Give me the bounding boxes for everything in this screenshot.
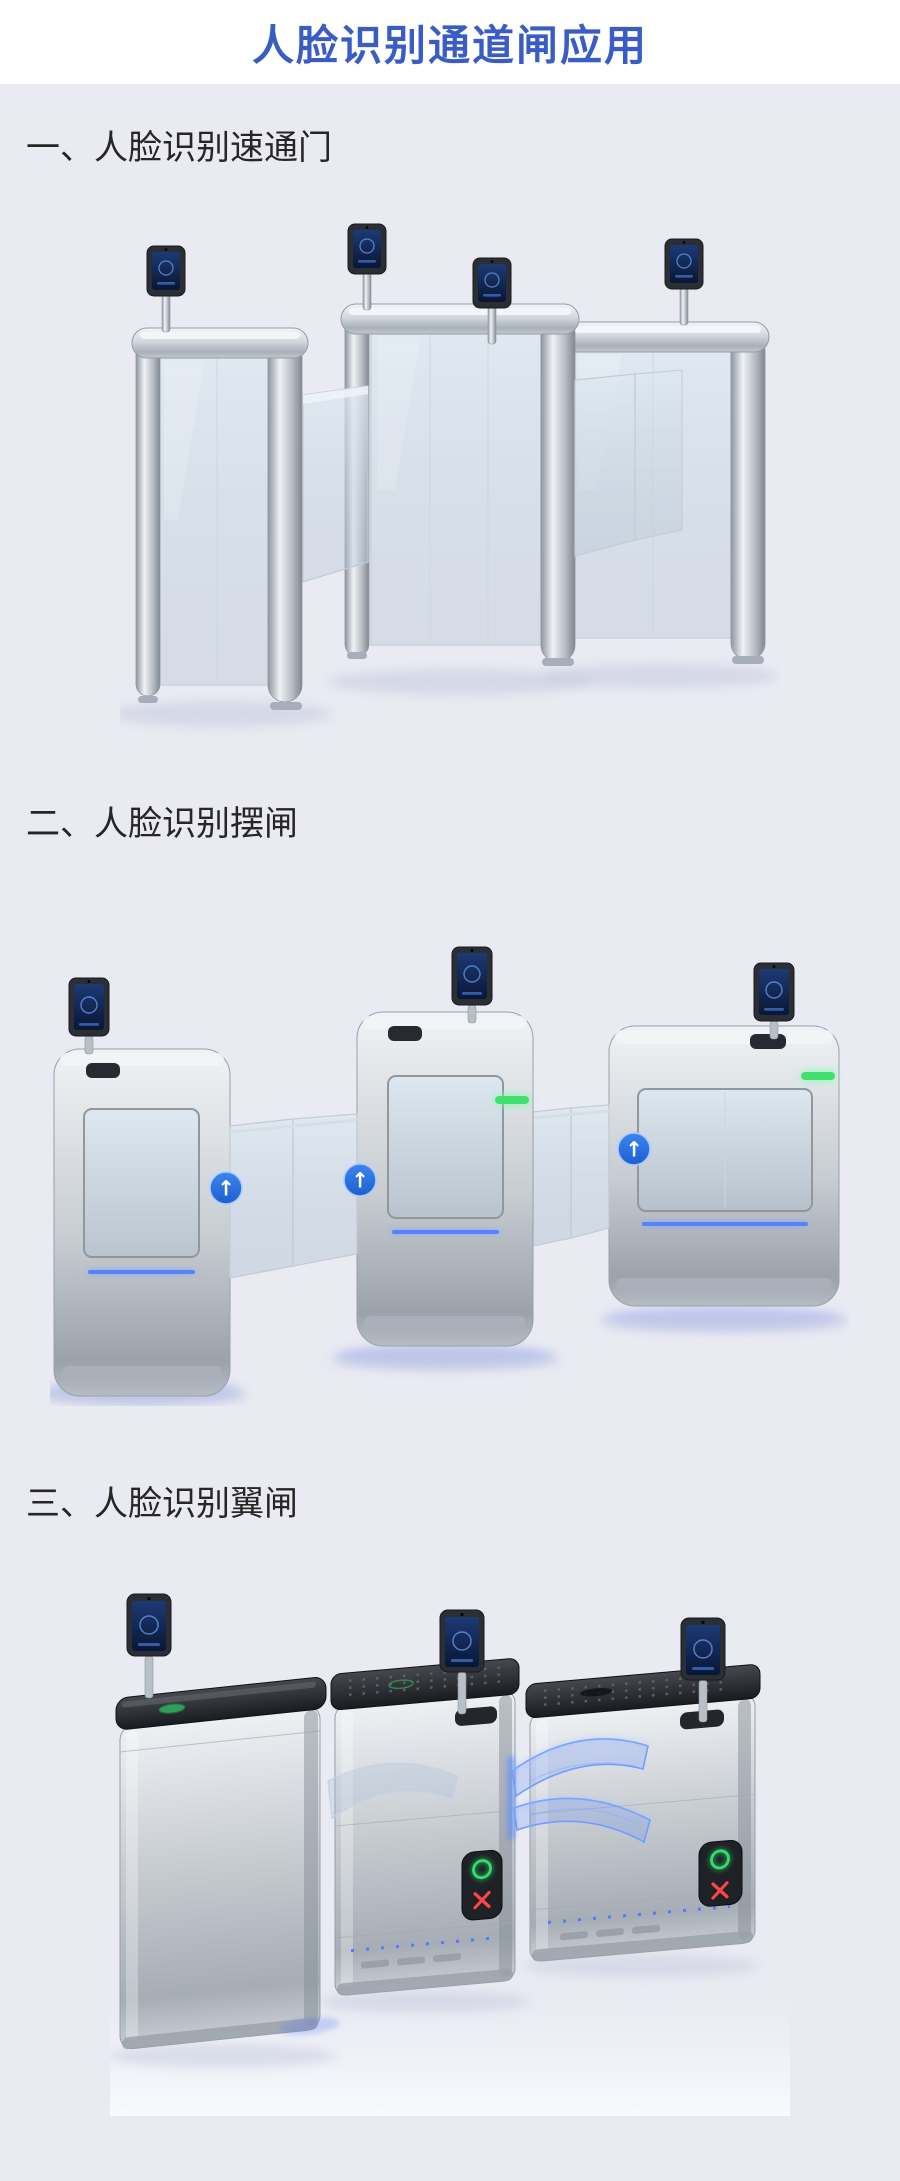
section-heading-flap-gate: 三、人脸识别翼闸	[26, 1485, 298, 1523]
swing-gate-cabinet-left	[50, 977, 248, 1406]
passage-arrow-badge	[209, 1171, 243, 1205]
pass-indicator-icon	[710, 1849, 730, 1870]
page-header: 人脸识别通道闸应用	[0, 0, 900, 84]
face-recognition-terminal	[126, 1593, 172, 1699]
lane-indicator-panel	[698, 1839, 743, 1907]
speed-gate-glass-wing-left	[302, 385, 369, 583]
section-heading-speed-gate: 一、人脸识别速通门	[26, 129, 332, 167]
stop-indicator-icon	[473, 1890, 491, 1910]
section-flap-gate: 三、人脸识别翼闸	[0, 1406, 900, 2116]
speed-gate-figure	[0, 170, 900, 750]
flap-gate-illustration	[110, 1593, 790, 2116]
speed-gate-cabinet-left	[120, 245, 332, 727]
swing-gate-wings-right	[532, 1104, 651, 1247]
swing-gate-wings-left	[209, 1113, 377, 1279]
flap-gate-pale-wing	[327, 1762, 459, 1820]
flap-gate-figure	[0, 1526, 900, 2116]
green-led-strip	[495, 1096, 529, 1104]
face-recognition-terminal	[146, 245, 186, 333]
passage-arrow-badge	[343, 1163, 377, 1197]
section-swing-gate: 二、人脸识别摆闸	[0, 750, 900, 1406]
speed-gate-cabinet-middle	[328, 223, 592, 695]
swing-gate-figure: ↑	[0, 846, 900, 1406]
face-recognition-terminal	[68, 977, 110, 1055]
sensor-button	[158, 1703, 186, 1714]
face-recognition-terminal	[347, 223, 387, 311]
flap-gate-blue-wings	[508, 1737, 651, 1844]
flap-gate-cabinet-right	[525, 1617, 761, 1962]
section-heading-swing-gate: 二、人脸识别摆闸	[26, 805, 298, 843]
pass-indicator-icon	[472, 1859, 492, 1880]
flap-gate-cabinet-left	[115, 1593, 340, 2050]
swing-gate-cabinet-right	[598, 962, 850, 1333]
flap-gate-cabinet-middle	[330, 1609, 520, 1996]
speed-gate-glass-wings-right	[574, 369, 683, 557]
swing-gate-illustration: ↑	[50, 946, 850, 1406]
passage-arrow-badge	[617, 1132, 651, 1166]
lane-indicator-panel	[461, 1849, 503, 1921]
section-speed-gate: 一、人脸识别速通门	[0, 84, 900, 750]
speed-gate-illustration	[120, 223, 778, 727]
stop-indicator-icon	[711, 1881, 729, 1900]
green-led-strip	[801, 1072, 835, 1080]
face-recognition-terminal	[664, 238, 704, 326]
swing-gate-cabinet-middle	[329, 946, 561, 1371]
page-title: 人脸识别通道闸应用	[251, 21, 648, 69]
